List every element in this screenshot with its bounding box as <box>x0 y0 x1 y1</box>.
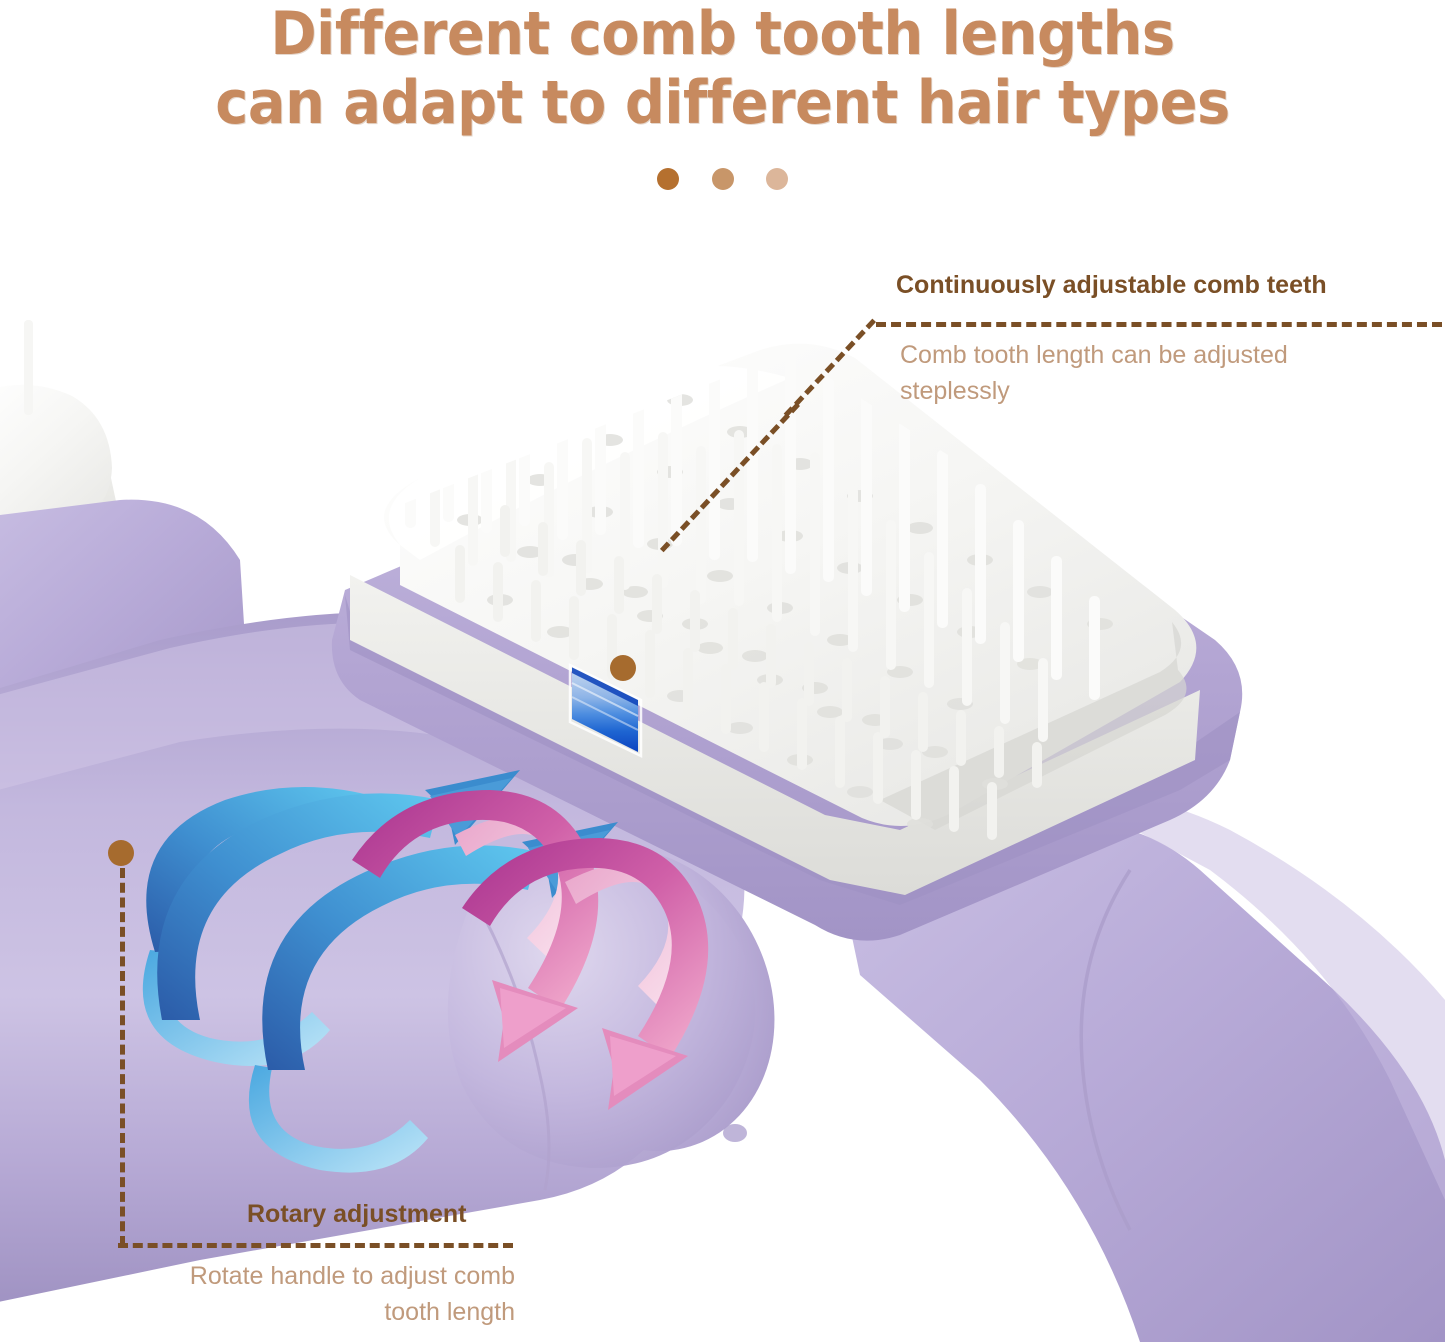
title-line-2: can adapt to different hair types <box>215 68 1230 139</box>
pagination-dot-3 <box>765 168 788 190</box>
callout-rotary-anchor-dot <box>108 840 134 866</box>
callout-comb-teeth-dash-line <box>876 322 1442 327</box>
pagination-dots <box>0 168 1445 190</box>
callout-rotary-heading: Rotary adjustment <box>247 1200 467 1228</box>
callout-comb-teeth-anchor-dot <box>610 655 636 681</box>
callout-rotary-body-line-1: Rotate handle to adjust comb <box>189 1262 515 1290</box>
callout-comb-teeth-body-line-2: steplessly <box>900 377 1010 406</box>
callout-comb-teeth-heading: Continuously adjustable comb teeth <box>896 271 1327 299</box>
page-title: Different comb tooth lengths can adapt t… <box>0 0 1445 139</box>
callout-rotary-leader-vertical <box>120 868 125 1246</box>
blue-gradient-indicator <box>568 662 643 758</box>
rotation-arrows-pink <box>352 790 709 1110</box>
callout-rotary-body-line-2: tooth length <box>384 1298 515 1327</box>
callout-comb-teeth-body: Comb tooth length can be adjusted steple… <box>900 337 1420 410</box>
callout-rotary-dash-line <box>118 1243 513 1248</box>
callout-rotary-body: Rotate handle to adjust comb tooth lengt… <box>60 1258 515 1331</box>
pagination-dot-1 <box>657 168 680 190</box>
title-line-1: Different comb tooth lengths <box>270 0 1175 69</box>
callout-comb-teeth-body-line-1: Comb tooth length can be adjusted <box>900 341 1288 369</box>
brush-neck-right <box>840 790 1445 1342</box>
pagination-dot-2 <box>711 168 734 190</box>
